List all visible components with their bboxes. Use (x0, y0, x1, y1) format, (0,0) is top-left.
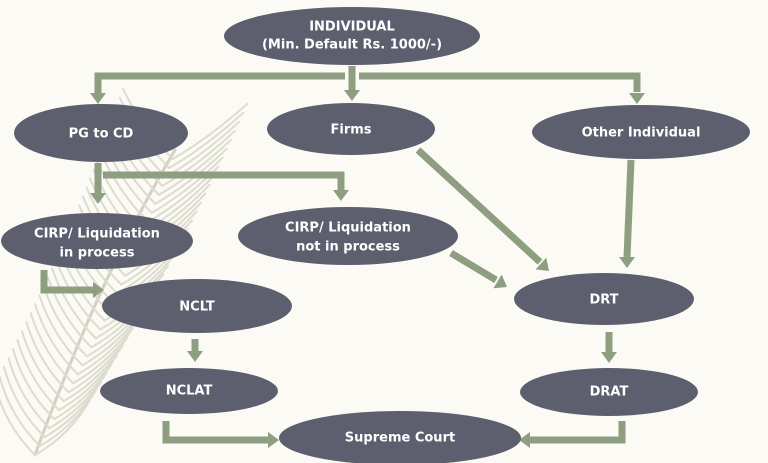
arrow-head-icon (619, 257, 635, 268)
arrow-head-icon (333, 190, 349, 201)
edge-individual-to-other-individual (359, 72, 641, 92)
arrow-head-icon (90, 193, 106, 204)
feather-barb (58, 354, 118, 412)
arrow-head-icon (344, 90, 360, 101)
feather-barb (42, 285, 88, 358)
feather-barb (29, 312, 75, 385)
edge-other-individual-to-drt (623, 159, 635, 258)
node-drat[interactable]: DRAT (520, 368, 698, 416)
node-other-individual-label: Other Individual (582, 126, 701, 141)
connectors (40, 66, 645, 448)
feather-barb (3, 366, 46, 439)
arrow-head-icon (90, 93, 106, 104)
feather-barb (12, 348, 56, 421)
feather-barb (50, 267, 97, 340)
node-cirp-in-process[interactable]: CIRP/ Liquidation in process (1, 213, 193, 269)
edge-cirp-in-process-to-nclt (40, 270, 94, 294)
node-cirp-not-in-process-label-1: CIRP/ Liquidation (285, 221, 411, 236)
feather-barb (55, 258, 102, 331)
node-nclat-label: NCLAT (166, 384, 213, 399)
node-other-individual[interactable]: Other Individual (532, 105, 750, 159)
edge-drat-to-supreme-court (530, 421, 626, 444)
feather-barb (7, 357, 51, 430)
node-drt-label: DRT (589, 293, 618, 308)
edge-cirp-not-in-process-to-drt (449, 249, 498, 284)
feather-barb (168, 111, 245, 169)
feather-barb (0, 375, 41, 448)
node-drt[interactable]: DRT (514, 273, 694, 325)
feather-barb (67, 336, 129, 394)
feather-barb (46, 276, 93, 349)
edge-pg-to-cirp-not-in-process (103, 171, 345, 190)
node-cirp-in-process-label-2: in process (60, 246, 135, 261)
node-nclat[interactable]: NCLAT (100, 368, 278, 414)
node-firms[interactable]: Firms (267, 103, 435, 155)
feather-barb (154, 147, 228, 205)
node-cirp-not-in-process[interactable]: CIRP/ Liquidation not in process (238, 207, 458, 265)
edge-individual-to-pg-to-cd (94, 72, 345, 97)
feather-barb (72, 327, 134, 385)
arrow-head-icon (93, 282, 104, 298)
feather-barb (48, 372, 108, 430)
feather-barb (25, 321, 70, 394)
node-pg-to-cd-label: PG to CD (69, 127, 134, 142)
node-individual-label-2: (Min. Default Rs. 1000/-) (262, 38, 442, 53)
node-supreme-court-label: Supreme Court (345, 431, 455, 446)
arrow-head-icon (601, 352, 617, 363)
feather-barb (0, 398, 36, 456)
feather-barb (171, 102, 249, 160)
arrow-head-icon (187, 351, 203, 362)
feather-barb (161, 129, 236, 187)
node-nclt-label: NCLT (179, 300, 215, 315)
node-cirp-not-in-process-label-2: not in process (296, 240, 400, 255)
arrow-head-icon (629, 93, 645, 104)
feather-barb (62, 345, 124, 403)
arrow-head-icon (519, 432, 530, 448)
edge-firms-to-drt (415, 147, 543, 265)
feather-barb (150, 156, 224, 214)
feather-barb (53, 363, 113, 421)
feather-barb (34, 303, 79, 376)
feather-barb (16, 339, 61, 412)
node-firms-label: Firms (330, 123, 371, 138)
edge-nclat-to-supreme-court (162, 421, 268, 444)
arrow-head-icon (535, 257, 549, 271)
node-cirp-in-process-label-1: CIRP/ Liquidation (34, 227, 160, 242)
feather-barb (76, 318, 140, 376)
arrow-head-icon (268, 432, 279, 448)
node-pg-to-cd[interactable]: PG to CD (14, 104, 188, 162)
node-supreme-court[interactable]: Supreme Court (279, 411, 521, 463)
node-individual[interactable]: INDIVIDUAL (Min. Default Rs. 1000/-) (224, 7, 480, 65)
node-individual-label-1: INDIVIDUAL (309, 20, 395, 35)
node-nclt[interactable]: NCLT (102, 279, 292, 333)
feather-barb (157, 138, 232, 196)
arrow-head-icon (493, 274, 507, 289)
feather-barb (20, 330, 65, 403)
feather-barb (38, 294, 84, 367)
node-drat-label: DRAT (590, 385, 629, 400)
